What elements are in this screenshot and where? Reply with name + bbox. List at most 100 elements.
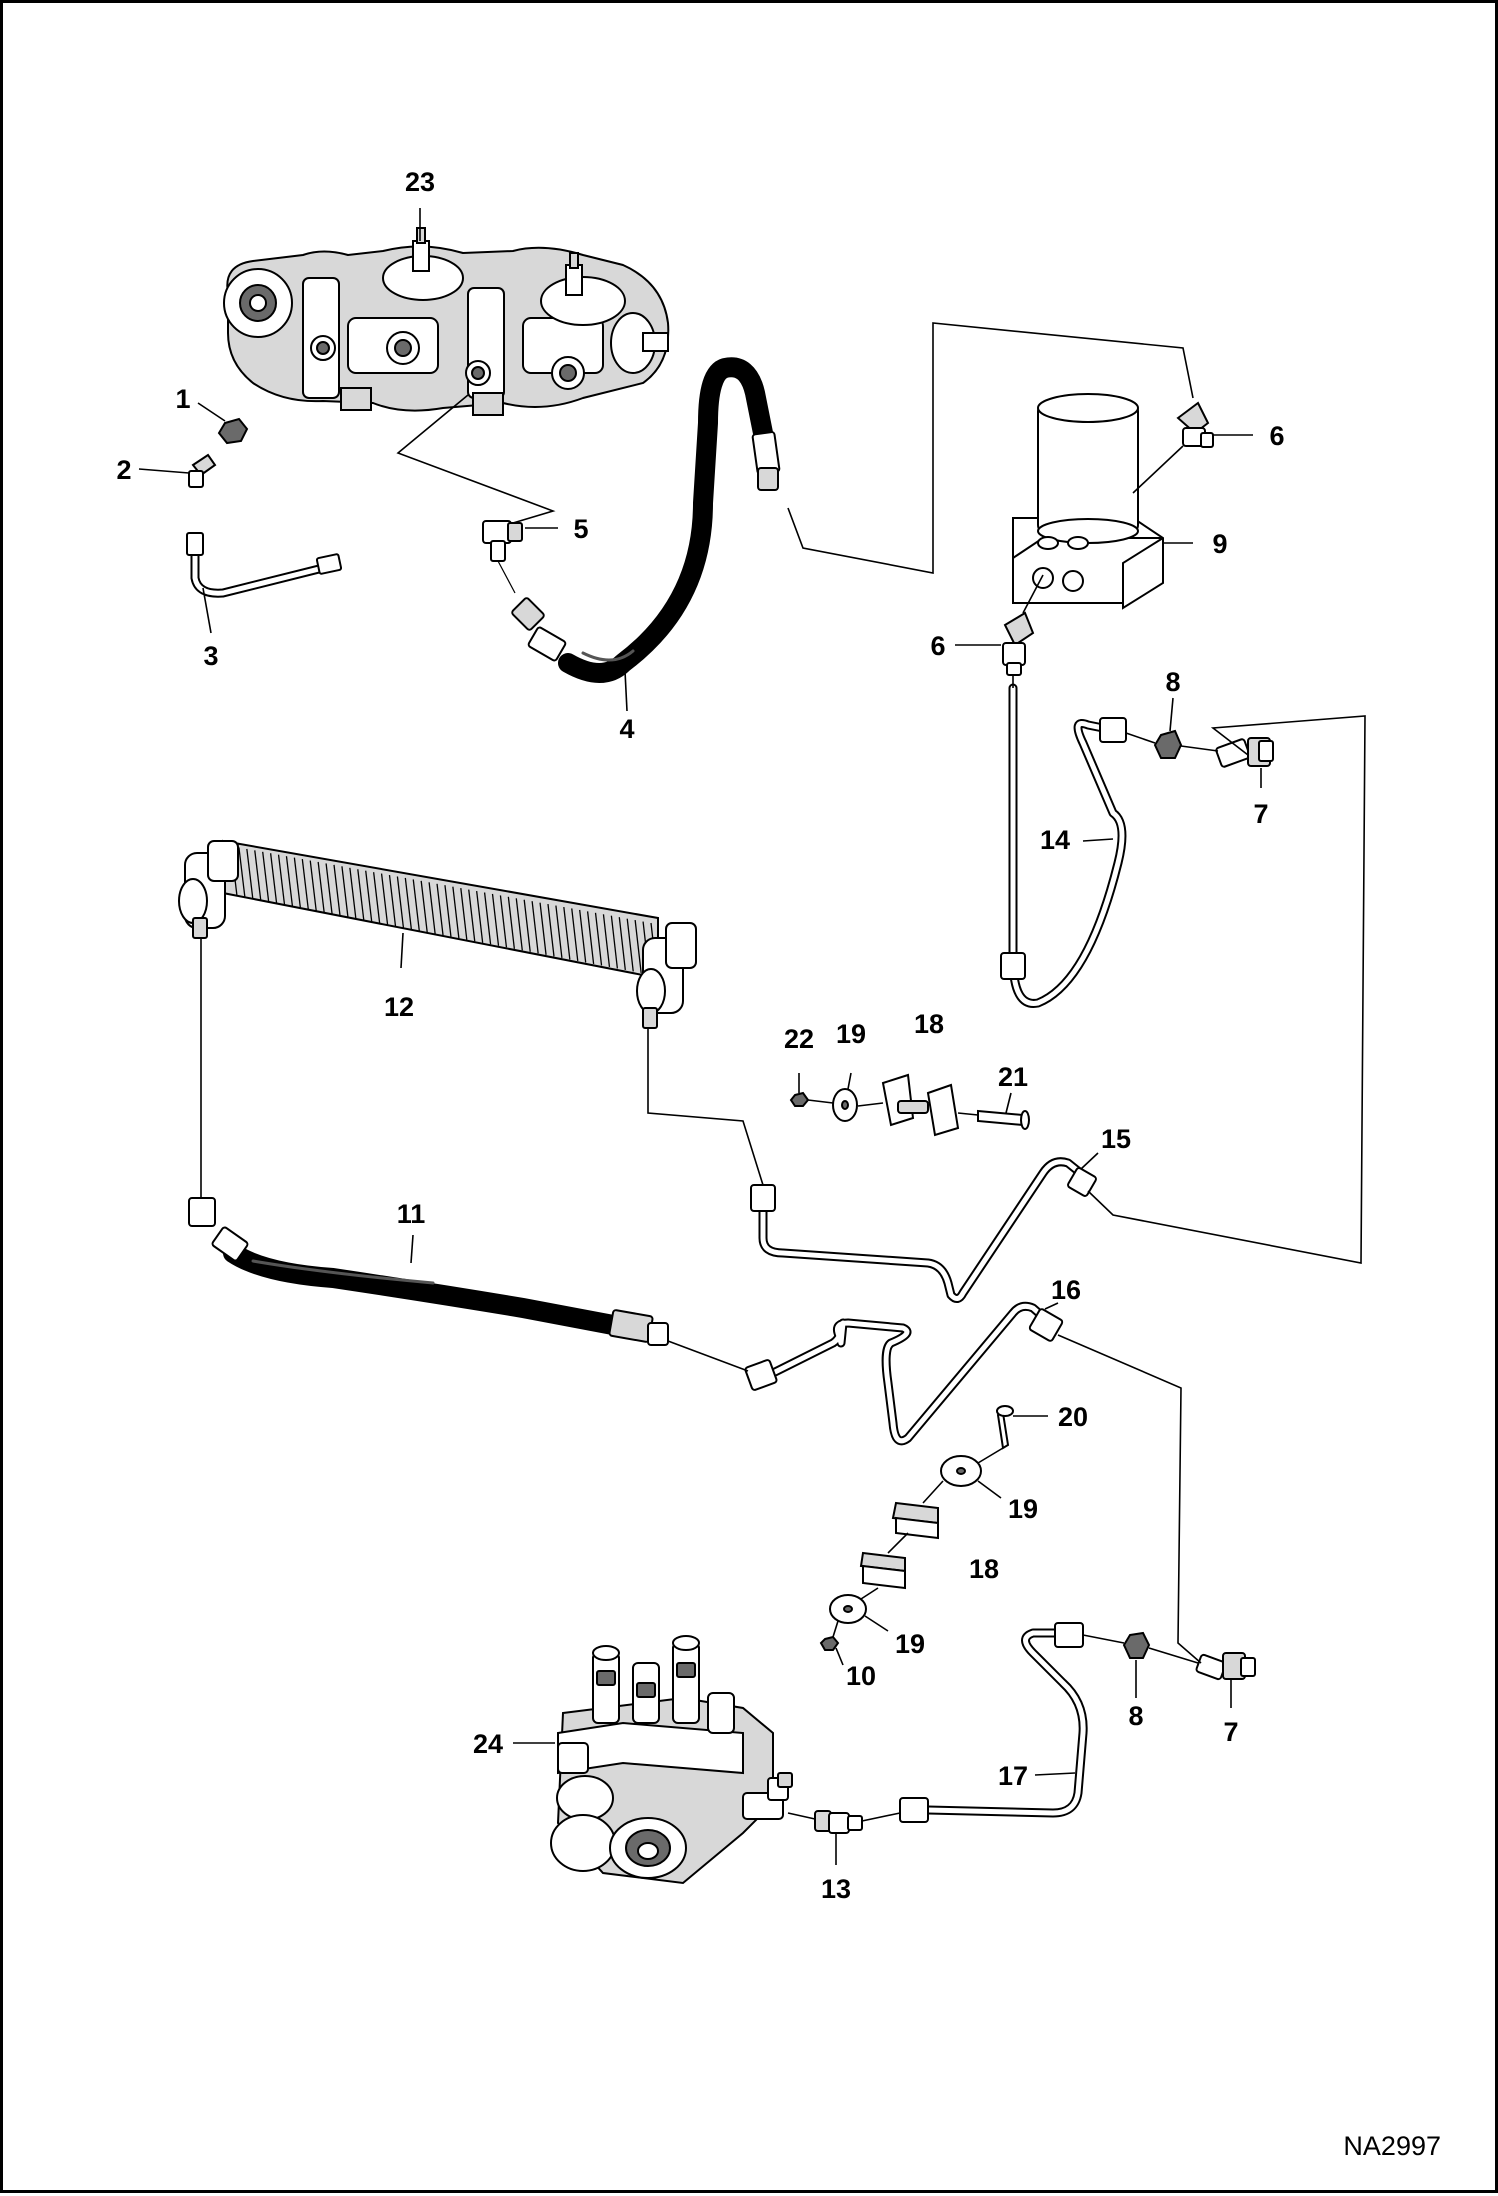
hydraulic-parts-diagram: 23 1 2 3 4 5 6 9 6 8 7 14 12 18 22 19 21…	[116, 167, 1441, 2161]
cooler-fin	[317, 861, 325, 913]
cooler-fin	[365, 870, 373, 922]
cooler-fin	[523, 899, 531, 952]
cooler-fin	[507, 896, 516, 949]
callout-6-lower: 6	[930, 631, 945, 661]
callout-1: 1	[175, 384, 190, 414]
callout-5: 5	[573, 514, 588, 544]
cooler-fin	[420, 880, 428, 933]
connector-13	[814, 1810, 863, 1834]
callout-3: 3	[203, 641, 218, 671]
callout-22: 22	[784, 1024, 814, 1054]
cooler-fin	[476, 890, 484, 943]
cooler-fin	[246, 848, 254, 900]
cooler-fin	[555, 905, 563, 958]
elbow-fitting-2	[188, 453, 217, 488]
cooler-fin	[618, 917, 626, 971]
cooler-fin	[499, 895, 508, 948]
callout-8-upper: 8	[1165, 667, 1180, 697]
cooler-fin	[404, 877, 412, 930]
cooler-fin	[357, 869, 365, 921]
cooler-fin	[388, 874, 397, 927]
cooler-fin	[325, 863, 333, 915]
callout-12: 12	[384, 992, 414, 1022]
clamp-group-lower	[819, 1405, 1014, 1651]
cooler-fin	[333, 864, 341, 916]
nut-8-upper	[1153, 729, 1183, 759]
callout-20: 20	[1058, 1402, 1088, 1432]
hydraulic-pump	[223, 227, 670, 416]
callout-18-lower: 18	[969, 1554, 999, 1584]
figure-id: NA2997	[1343, 2131, 1441, 2161]
callout-7-upper: 7	[1253, 799, 1268, 829]
cooler-fin	[452, 886, 460, 939]
cooler-fin	[626, 918, 634, 972]
cooler-fin	[594, 912, 603, 966]
callout-9: 9	[1212, 529, 1227, 559]
callout-19-upper: 19	[836, 1019, 866, 1049]
cooler-fin	[277, 854, 286, 906]
tube-17	[899, 1622, 1088, 1823]
cooler-fin	[547, 904, 555, 957]
cooler-fin	[468, 889, 476, 942]
cooler-fin	[444, 885, 452, 937]
cooler-fin	[634, 920, 642, 974]
callout-8-lower: 8	[1128, 1701, 1143, 1731]
cooler-fin	[238, 847, 246, 898]
callout-11: 11	[397, 1199, 426, 1229]
cooler-fin	[531, 901, 539, 954]
clamp-group-upper	[789, 1073, 1030, 1137]
tube-15	[750, 1157, 1097, 1303]
tube-16	[744, 1301, 1064, 1446]
elbow-fitting-6-upper	[1176, 401, 1214, 448]
cooler-fin	[539, 902, 547, 955]
cooler-fin	[610, 915, 619, 969]
cooler-fin	[412, 879, 420, 931]
cooler-fin	[579, 909, 587, 963]
callout-4: 4	[619, 714, 634, 744]
cooler-fin	[349, 867, 357, 919]
callout-6-upper: 6	[1269, 421, 1284, 451]
cooler-fin	[563, 906, 571, 960]
cooler-fin	[483, 892, 492, 945]
cooler-fin	[309, 860, 317, 912]
callout-2: 2	[116, 455, 131, 485]
callout-16: 16	[1051, 1275, 1081, 1305]
elbow-fitting-6-lower	[1002, 611, 1035, 676]
cooler-fin	[571, 908, 579, 961]
cooler-fin	[586, 911, 595, 964]
tube-3	[186, 532, 343, 598]
hose-11	[188, 1197, 669, 1346]
cooler-fin	[428, 882, 436, 934]
callout-21: 21	[998, 1062, 1028, 1092]
cooler-fin	[262, 851, 270, 903]
cooler-fin	[380, 873, 389, 925]
callout-17: 17	[998, 1761, 1028, 1791]
callout-labels: 23 1 2 3 4 5 6 9 6 8 7 14 12 18 22 19 21…	[116, 167, 1284, 1904]
callout-23: 23	[405, 167, 435, 197]
cooler-fin	[254, 850, 262, 901]
lock-nut-1	[217, 417, 249, 445]
cooler-fin	[491, 893, 500, 946]
tube-14	[1000, 683, 1127, 1008]
callout-19-lower: 19	[895, 1629, 925, 1659]
cooler-fin	[293, 857, 302, 909]
cooler-fin	[269, 853, 278, 904]
callout-14: 14	[1040, 825, 1070, 855]
cooler-fin	[372, 872, 381, 924]
callout-19-middle: 19	[1008, 1494, 1038, 1524]
hydraulic-filter	[1012, 393, 1164, 610]
fitting-7-lower	[1195, 1652, 1256, 1681]
cooler-fin	[301, 858, 309, 910]
oil-cooler	[178, 839, 697, 1029]
fitting-7-upper	[1215, 737, 1274, 768]
nut-8-lower	[1122, 1631, 1151, 1659]
hose-4	[511, 357, 781, 683]
cooler-fin	[396, 876, 405, 928]
cooler-fin	[436, 883, 444, 936]
callout-7-lower: 7	[1223, 1717, 1238, 1747]
cooler-fin	[285, 856, 294, 907]
callout-24: 24	[473, 1729, 503, 1759]
cooler-fin	[460, 888, 468, 940]
leader-lines	[138, 208, 1366, 1865]
